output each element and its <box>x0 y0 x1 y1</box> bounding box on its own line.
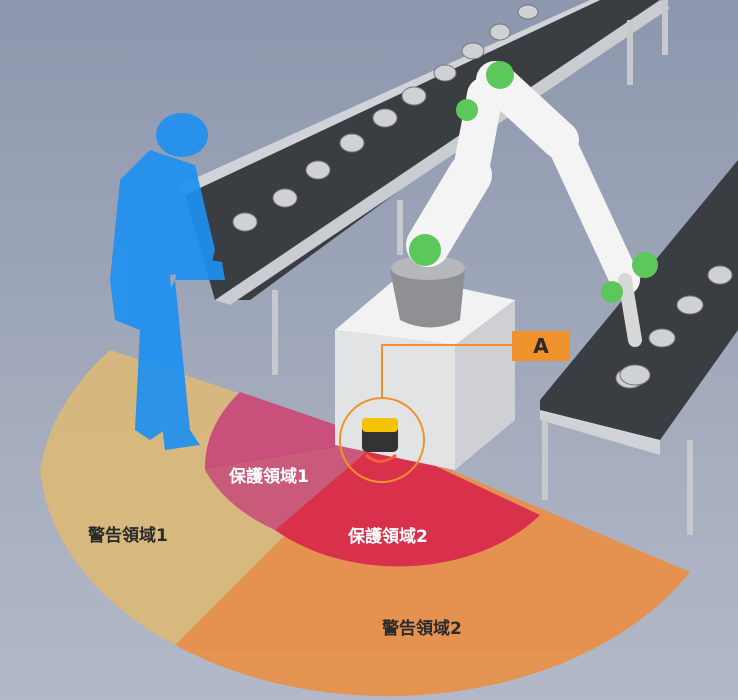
callout-leader <box>339 344 512 483</box>
warning-zone-2 <box>175 440 690 697</box>
robot-arm <box>406 61 658 386</box>
protection-zone-1 <box>204 392 380 470</box>
protection-zone-1-label: 保護領域1 <box>229 467 309 487</box>
conveyor-back <box>180 0 670 375</box>
safety-laser-scanner <box>362 418 398 463</box>
protection-zone-2 <box>275 440 540 567</box>
warning-zone-2-label: 警告領域2 <box>382 619 462 639</box>
protection-zone-2-label: 保護領域2 <box>348 527 428 547</box>
callout-label-a: A <box>512 331 570 361</box>
warning-zone-1-label: 警告領域1 <box>88 526 168 546</box>
safety-zones <box>40 350 690 697</box>
conveyor-right <box>540 160 738 535</box>
worker-silhouette <box>110 113 225 450</box>
